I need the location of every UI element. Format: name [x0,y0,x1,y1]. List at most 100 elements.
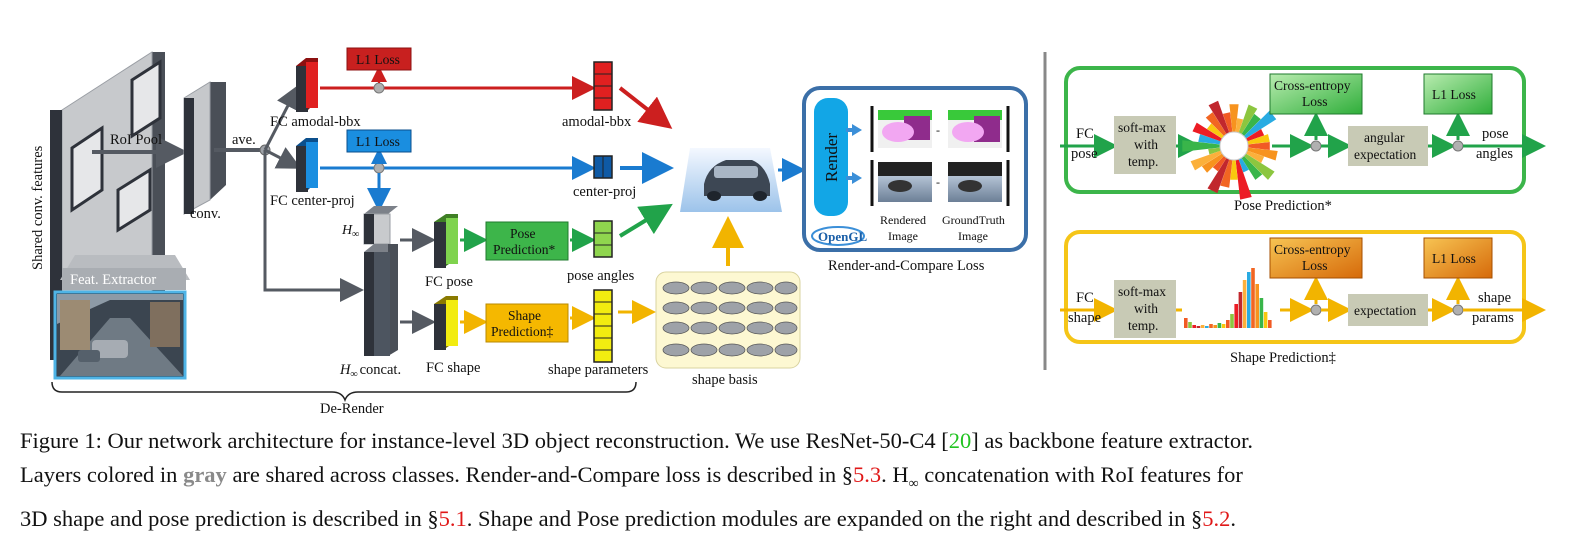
rose-petal [1235,159,1252,200]
histogram-bar [1226,320,1230,328]
shape-prediction-box [485,303,569,343]
rendered-line1: Rendered [880,213,926,227]
pose-angles-vector [593,220,613,258]
pose-to-car-arrow [618,203,673,238]
shape-params-label: shape parameters [548,362,649,378]
caption-l2-mid: are shared across classes. Render-and-Co… [226,462,854,487]
histogram-bar [1217,323,1222,328]
pose-softmax-line2: with [1134,137,1158,152]
conv-label: conv. [190,206,221,222]
render-arrow-bottom-stem [846,176,854,180]
shape-basis-label: shape basis [692,372,758,388]
l1-loss-amodal-box [346,47,412,71]
pose-ce-box [1269,73,1363,115]
shape-expect-box [1348,294,1428,326]
fc-shape-label: FC shape [426,360,480,376]
amodal-bbx-vector [593,61,613,111]
pose-ce-line2: Loss [1302,94,1328,109]
render-compare-title: Render-and-Compare Loss [828,258,985,274]
center-proj-label: center-proj [573,184,636,200]
shape-pred-line1: Shape [508,308,541,323]
rose-petal [1222,112,1233,133]
branch-center [264,147,302,169]
shape-l1-box [1423,237,1493,279]
rendered-line2: Image [888,229,918,243]
pose-softmax-line3: temp. [1128,154,1158,169]
shape-expect-label: expectation [1354,303,1416,318]
shape-params-vector [593,289,613,363]
histogram-bar [1196,326,1201,328]
histogram-bar [1209,324,1213,328]
caption-l3-mid: . Shape and Pose prediction modules are … [466,505,1203,531]
h-concat-label: H∞concat. [339,362,401,380]
pose-pred-line2: Prediction* [493,242,555,257]
rose-petal [1192,122,1223,142]
rose-petal [1243,110,1277,139]
pose-prediction-box [485,221,569,261]
histogram-bar [1184,318,1188,328]
pose-expect-line2: expectation [1354,147,1416,162]
rose-petal [1247,142,1270,150]
rose-petal [1241,113,1261,137]
fc-shape-block [434,296,458,350]
rose-petal [1243,153,1275,180]
rose-petal [1212,155,1227,172]
feat-extractor-label: Feat. Extractor [70,272,156,288]
render-label: Render [822,133,841,182]
shape-out-line2: params [1472,310,1514,326]
section-link-5-3[interactable]: 5.3 [853,462,882,487]
caption-l1-text: Figure 1: Our network architecture for i… [20,428,949,453]
pose-softmax-box [1114,116,1176,174]
rose-petal [1245,150,1265,163]
rendered-seg-image [870,106,932,152]
rose-petal [1205,112,1227,137]
architecture-diagram: Shared conv. features RoI Pool conv. ave… [30,47,1546,417]
center-proj-vector [593,155,613,179]
shape-softmax-box [1114,280,1176,338]
rose-petal [1208,100,1230,135]
rendered-depth-image [870,160,932,206]
render-box [814,98,848,216]
citation-link[interactable]: 20 [948,428,972,453]
branch-amodal [263,84,299,151]
minus-top: - [936,123,940,137]
histogram-bar [1259,298,1264,328]
de-render-label: De-Render [320,401,384,417]
histogram-bar [1247,272,1251,328]
pose-l1-node [1452,140,1464,152]
histogram-bar [1238,292,1243,328]
gt-seg-image [948,106,1010,152]
shape-ce-box [1269,237,1363,279]
section-link-5-1[interactable]: 5.1 [438,505,467,531]
rose-petal [1229,104,1239,133]
pose-ce-node [1310,140,1322,152]
shape-softmax-line3: temp. [1128,318,1158,333]
render-arrow-top [852,124,862,136]
rose-petal [1182,140,1221,152]
ave-label: ave. [232,132,256,148]
shape-l1-node [1452,304,1464,316]
opengl-label: OpenGL [818,229,867,244]
shape-distribution-histogram [1184,268,1272,328]
histogram-bar [1255,284,1259,328]
shape-fc-line2: shape [1068,310,1101,326]
rose-center [1219,131,1249,161]
histogram-bar [1213,325,1217,328]
rose-petal [1190,150,1223,171]
amodal-to-car-arrow [618,86,673,129]
fc-amodal-block [296,58,318,112]
shape-ce-node [1310,304,1322,316]
l1-loss-center-box [346,129,412,153]
section-link-5-2[interactable]: 5.2 [1202,505,1231,531]
histogram-bar [1263,312,1268,328]
pose-expect-box [1348,126,1428,166]
histogram-bar [1242,280,1247,328]
rose-petal [1247,147,1278,161]
rose-petal [1206,123,1225,139]
render-arrow-bottom [852,172,862,184]
opengl-logo [811,226,865,246]
caption-l2-tail: concatenation with RoI features for [918,462,1243,487]
rose-petal [1198,134,1221,145]
render-arrow-top-stem [846,128,854,132]
rose-petal [1208,147,1221,155]
